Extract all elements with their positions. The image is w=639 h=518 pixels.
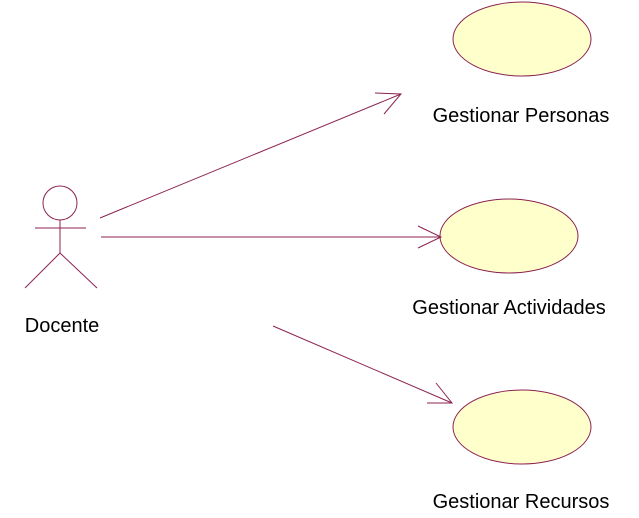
association-personas[interactable] xyxy=(99,92,403,219)
use-case-gestionar-personas[interactable] xyxy=(452,1,592,77)
association-line xyxy=(99,93,402,219)
association-actividades[interactable] xyxy=(101,225,443,249)
association-line xyxy=(272,325,453,404)
use-case-gestionar-recursos[interactable] xyxy=(452,389,592,465)
actor-label: Docente xyxy=(25,315,100,337)
use-case-gestionar-actividades[interactable] xyxy=(439,198,579,274)
actor-right-leg xyxy=(59,252,98,289)
arrowhead-icon xyxy=(374,92,403,115)
use-case-label-actividades: Gestionar Actividades xyxy=(412,297,605,319)
actor-head xyxy=(42,185,78,221)
arrowhead-icon xyxy=(427,382,454,404)
use-case-label-recursos: Gestionar Recursos xyxy=(433,491,610,513)
arrowhead-icon xyxy=(417,225,443,249)
actor-docente[interactable] xyxy=(24,185,98,289)
association-recursos[interactable] xyxy=(272,325,454,404)
actor-left-leg xyxy=(24,252,61,289)
use-case-label-personas: Gestionar Personas xyxy=(433,105,610,127)
